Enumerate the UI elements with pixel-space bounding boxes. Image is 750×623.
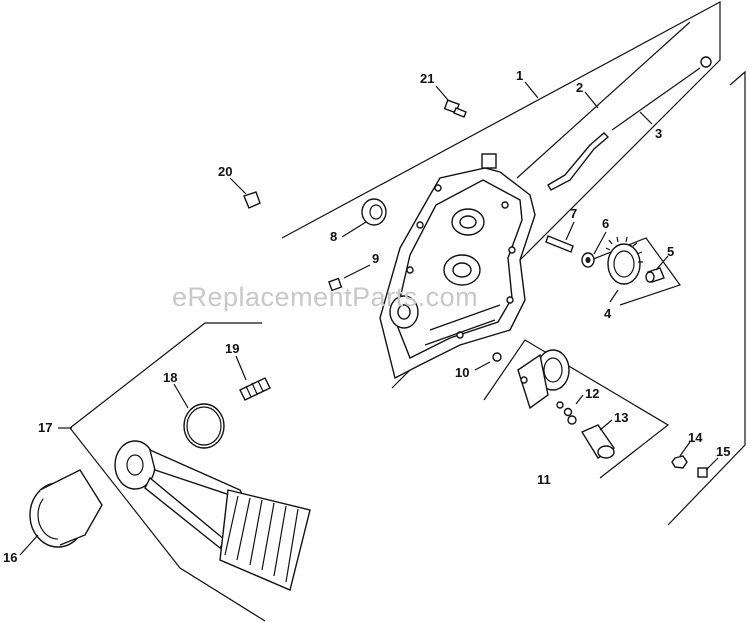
dipstick-tube: [547, 132, 610, 191]
callout-11: 11: [537, 472, 551, 487]
fitting: [239, 377, 271, 401]
callout-9: 9: [372, 251, 379, 266]
clip: [243, 191, 261, 209]
oil-pump-assembly: [517, 349, 570, 410]
screw: [697, 467, 708, 478]
bolt: [443, 99, 467, 118]
callout-3: 3: [655, 126, 662, 141]
callout-2: 2: [576, 80, 583, 95]
washer: [581, 252, 595, 268]
gear-pin: [645, 267, 665, 283]
callout-16: 16: [3, 550, 17, 565]
callout-19: 19: [225, 341, 239, 356]
o-ring-set: [556, 401, 577, 425]
oil-pickup: [580, 424, 615, 459]
o-ring-small: [492, 352, 502, 362]
callout-21: 21: [420, 71, 434, 86]
callouts: 1 2 3 4 5 6 7 8 9 10 11 12 13 14 15 16 1…: [3, 68, 730, 565]
nut: [671, 455, 688, 469]
callout-7: 7: [570, 206, 577, 221]
callout-14: 14: [688, 430, 703, 445]
oil-filter: [29, 469, 103, 548]
callout-6: 6: [602, 216, 609, 231]
callout-4: 4: [604, 306, 612, 321]
callout-8: 8: [330, 229, 337, 244]
callout-12: 12: [585, 386, 599, 401]
callout-20: 20: [218, 164, 232, 179]
plug: [328, 277, 343, 292]
callout-18: 18: [163, 370, 177, 385]
watermark: eReplacementParts.com: [172, 282, 478, 312]
callout-15: 15: [716, 444, 730, 459]
shaft: [545, 235, 574, 253]
callout-13: 13: [614, 410, 628, 425]
gear-cover: [379, 153, 536, 380]
oil-cooler: [114, 440, 311, 591]
gasket-ring: [183, 403, 225, 449]
callout-10: 10: [455, 365, 469, 380]
dipstick: [611, 56, 712, 131]
oil-seal: [361, 198, 387, 226]
governor-gear: [605, 236, 643, 285]
callout-1: 1: [516, 68, 523, 83]
callout-17: 17: [38, 420, 52, 435]
callout-5: 5: [667, 244, 674, 259]
leader-lines: [19, 81, 719, 556]
